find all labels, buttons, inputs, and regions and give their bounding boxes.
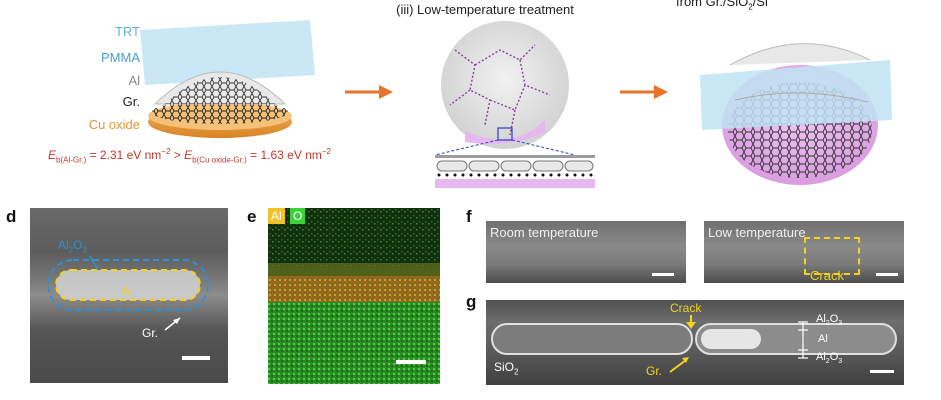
panel-d-al-label: Al xyxy=(122,284,133,298)
crack-highlight-box xyxy=(804,237,860,275)
transferred-graphene-schematic xyxy=(700,43,892,185)
eq-mid: = 2.31 eV nm xyxy=(86,148,162,162)
g-al2o3-top-a: Al xyxy=(816,313,826,325)
panel-f-letter: f xyxy=(466,207,472,226)
panel-g-al2o3-top: Al2O3 xyxy=(816,313,842,330)
right-title-sub: 2 xyxy=(748,2,753,12)
scale-bar xyxy=(876,273,898,276)
d-al2o3-sub2: 3 xyxy=(82,245,87,255)
panel-d-gr-label: Gr. xyxy=(142,326,159,340)
g-al2o3-bot-b: O xyxy=(829,351,839,363)
panel-e-eds-map: Al O xyxy=(268,208,440,384)
g-sio2-a: SiO xyxy=(494,360,515,374)
panel-g-al2o3-bottom: Al2O3 xyxy=(816,351,842,368)
panel-e-al-tag: Al xyxy=(268,208,285,224)
scale-bar xyxy=(396,360,426,364)
scale-bar xyxy=(870,370,894,373)
panel-f-crack-label: Crack xyxy=(810,268,844,283)
d-al2o3-sub1: 2 xyxy=(68,245,74,255)
step-title: (iii) Low-temperature treatment xyxy=(396,2,574,17)
arrow-icon xyxy=(345,85,393,99)
panel-g-annotations xyxy=(491,315,897,373)
g-al2o3-bot-sub2: 3 xyxy=(838,358,843,366)
scale-bar xyxy=(652,273,674,276)
gr-label: Gr. xyxy=(122,94,140,109)
arrow-icon xyxy=(620,85,668,99)
right-title-a: from Gr./SiO xyxy=(676,0,749,9)
panel-e-o-tag: O xyxy=(290,208,306,224)
panel-g-sio2-label: SiO2 xyxy=(494,360,518,376)
d-al2o3-b: O xyxy=(73,238,83,252)
right-title-b: /Si xyxy=(752,0,768,9)
eq-e1: E xyxy=(48,148,57,162)
d-al2o3-a: Al xyxy=(58,238,69,252)
trt-label: TRT xyxy=(114,24,140,39)
panel-d-sem-image: Al2O3 Al Gr. xyxy=(30,208,228,383)
panel-d-annotations xyxy=(47,255,209,331)
right-title: from Gr./SiO2/Si xyxy=(676,0,876,12)
panel-f-low-label: Low temperature xyxy=(708,225,806,240)
panel-d-letter: d xyxy=(6,207,17,226)
cross-section-schematic xyxy=(435,155,595,188)
panel-g-letter: g xyxy=(466,292,477,311)
g-al2o3-bot-a: Al xyxy=(816,351,826,363)
panel-e-letter: e xyxy=(247,207,257,226)
binding-energy-equation: Eb(Al-Gr.) = 2.31 eV nm−2 > Eb(Cu oxide-… xyxy=(48,147,388,164)
low-temperature-crack-schematic xyxy=(434,21,576,156)
g-al2o3-top-sub2: 3 xyxy=(838,320,843,328)
eq-sup1: −2 xyxy=(161,147,171,156)
g-al2o3-bot-sub1: 2 xyxy=(825,358,830,366)
panel-e-eds-texture xyxy=(268,208,440,384)
scale-bar xyxy=(182,356,210,360)
eq-sub1: b(Al-Gr.) xyxy=(56,155,87,165)
eq-e2: E xyxy=(184,148,193,162)
eq-gt: > xyxy=(170,148,185,162)
panel-d-al2o3-label: Al2O3 xyxy=(58,238,87,254)
panel-g-gr-label: Gr. xyxy=(646,364,663,378)
eq-sub2: b(Cu oxide-Gr.) xyxy=(192,155,247,165)
eq-sup2: −2 xyxy=(321,147,331,156)
eq-end: = 1.63 eV nm xyxy=(246,148,322,162)
g-sio2-sub: 2 xyxy=(514,367,519,377)
g-al2o3-top-sub1: 2 xyxy=(825,320,830,328)
panel-g-sem-image: Crack Gr. SiO2 Al2O3 Al Al2O3 xyxy=(486,300,904,385)
panel-f-room-label: Room temperature xyxy=(490,225,599,240)
panel-f-low-temp-image: Low temperature Crack xyxy=(704,221,904,283)
transfer-stack-schematic xyxy=(140,20,315,138)
panel-f-room-temp-image: Room temperature xyxy=(486,221,686,283)
panel-g-al-label: Al xyxy=(818,333,828,345)
pmma-label: PMMA xyxy=(101,50,140,65)
g-al2o3-top-b: O xyxy=(829,313,839,325)
cu-oxide-label: Cu oxide xyxy=(88,117,140,132)
al-label: Al xyxy=(128,73,140,88)
panel-g-crack-label: Crack xyxy=(670,301,702,315)
